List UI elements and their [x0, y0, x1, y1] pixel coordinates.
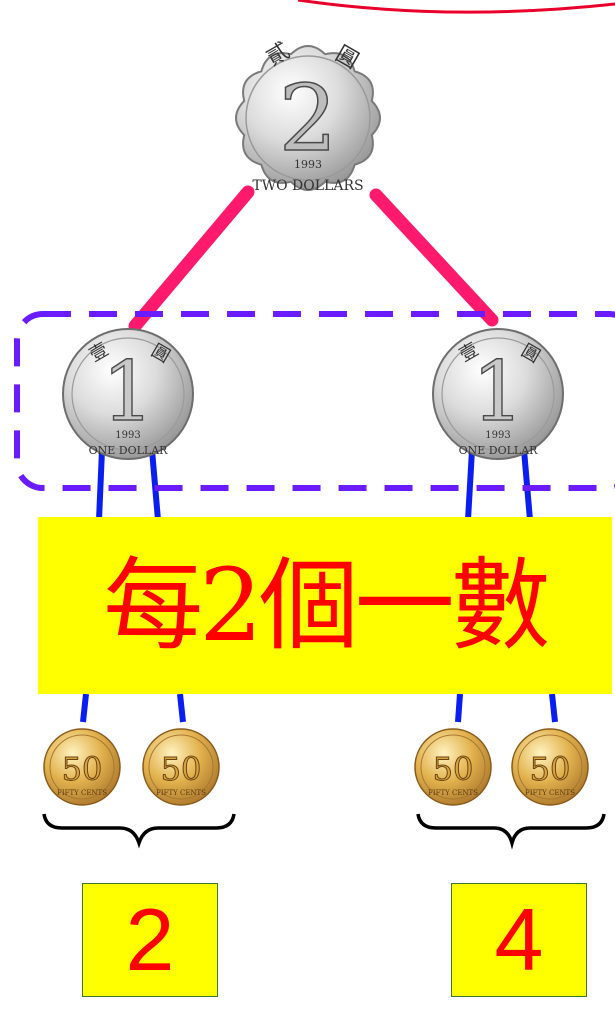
fifty-cent-value: 50 [530, 750, 571, 788]
one-dollar-coin-right: 壹 圓 1 1993 ONE DOLLAR [432, 328, 564, 460]
link-right-a-lower [455, 693, 463, 723]
link-right-upper [369, 188, 499, 327]
fifty-cent-rim: FIFTY CENTS [57, 789, 107, 797]
link-left-a-lower [80, 693, 89, 723]
one-dollar-rim: ONE DOLLAR [89, 444, 169, 457]
fifty-cent-coin: 50 FIFTY CENTS [43, 728, 121, 806]
fifty-cent-value: 50 [433, 750, 474, 788]
two-dollar-coin: 貳 圓 2 1993 TWO DOLLARS [234, 39, 382, 194]
count-by-twos-banner: 每2個一數 [38, 517, 612, 694]
fifty-cent-value: 50 [161, 750, 202, 788]
count-label-left: 2 [82, 883, 218, 997]
link-left-b-lower [177, 693, 186, 723]
fifty-cent-coin: 50 FIFTY CENTS [511, 728, 589, 806]
right-brace [416, 813, 606, 850]
link-left-a [96, 449, 105, 521]
fifty-cent-coin: 50 FIFTY CENTS [142, 728, 220, 806]
one-dollar-coin-left: 壹 圓 1 1993 ONE DOLLAR [62, 328, 194, 460]
two-dollar-year: 1993 [294, 158, 322, 171]
fifty-cent-coin: 50 FIFTY CENTS [414, 728, 492, 806]
one-dollar-value: 1 [102, 345, 154, 440]
one-dollar-value: 1 [472, 345, 524, 440]
two-dollar-value: 2 [279, 65, 338, 172]
left-brace [42, 813, 236, 849]
one-dollar-year: 1993 [485, 430, 510, 441]
one-dollar-group-outline [14, 311, 615, 491]
one-dollar-rim: ONE DOLLAR [459, 444, 539, 457]
count-label-right: 4 [451, 883, 587, 997]
link-left-upper [128, 185, 255, 333]
fifty-cent-rim: FIFTY CENTS [525, 789, 575, 797]
link-right-a [465, 449, 475, 521]
fifty-cent-value: 50 [62, 750, 103, 788]
top-arc [297, 0, 615, 14]
fifty-cent-rim: FIFTY CENTS [156, 789, 206, 797]
link-right-b-lower [549, 693, 558, 723]
two-dollar-rim: TWO DOLLARS [252, 178, 363, 194]
fifty-cent-rim: FIFTY CENTS [428, 789, 478, 797]
one-dollar-year: 1993 [115, 430, 140, 441]
